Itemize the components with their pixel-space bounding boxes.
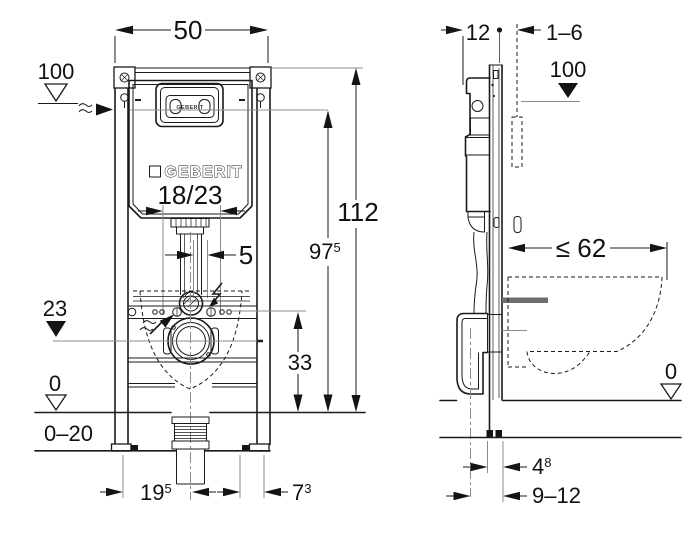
outlet-level-label: 23	[43, 296, 67, 321]
wall-finish-zone	[511, 24, 523, 168]
actuation-level-marker-side: 100	[521, 57, 586, 102]
dim-pipe-offset-label: 5	[239, 240, 253, 270]
dim-frame-width-label: 50	[174, 15, 203, 45]
dim-frame-width: 50	[114, 15, 269, 63]
rail-foot-pad-front	[486, 430, 493, 437]
dim-actuation-height-label: 975	[309, 239, 341, 264]
dim-outlet-wall-distance: 48 9–12	[446, 441, 581, 508]
supply-arrow-icon	[96, 103, 113, 116]
fixing-rail	[127, 290, 257, 319]
dim-outlet-distance-label: 9–12	[532, 483, 581, 508]
front-view: GEBERIT GEBERIT 18/23	[34, 15, 379, 505]
logo-square-icon	[149, 165, 161, 178]
floor-level-marker-front: 0 0–20	[44, 371, 93, 446]
dim-wall-finish-label: 1–6	[546, 20, 583, 45]
side-view: 12 1–6 100 ≤ 62 0	[439, 20, 683, 508]
concealed-cistern: GEBERIT GEBERIT 18/23	[128, 79, 253, 219]
wall-screw-right-icon	[255, 72, 266, 83]
floor-triangle-open-icon	[44, 394, 68, 412]
water-wave-icon	[78, 103, 93, 113]
floor-lines-side	[439, 399, 682, 439]
flush-pipe-side	[473, 231, 489, 314]
drain-socket	[171, 232, 210, 500]
floor-triangle-open-side-icon	[659, 383, 683, 401]
foot-plate-right	[248, 443, 270, 452]
pan-fixing-stud	[502, 297, 548, 303]
dim-depth-label: 12	[466, 20, 490, 45]
flush-plate-zone-dashed	[511, 116, 523, 168]
power-supply-bolt-icon	[209, 282, 223, 307]
dim-total-height-label: 112	[337, 197, 378, 227]
wall-plane-dot-icon	[496, 27, 503, 33]
dim-max-projection: ≤ 62	[508, 233, 668, 280]
foot-pad-left	[130, 445, 138, 451]
hanger-bolt-right-icon	[256, 93, 265, 102]
level-triangle-filled-icon	[46, 321, 66, 337]
floor-lines-front	[34, 411, 366, 452]
level-triangle-open-icon	[43, 83, 69, 103]
floor-level-label-side: 0	[665, 359, 677, 384]
actuation-level-label-side: 100	[550, 57, 587, 82]
outlet-socket-hatched	[487, 314, 503, 353]
outlet-level-marker: 23	[43, 296, 67, 337]
dim-front-distance-label: 48	[532, 454, 551, 479]
outlet-elbow-side	[456, 312, 527, 497]
flush-button-left	[169, 99, 182, 114]
wall-screw-left-icon	[119, 72, 130, 83]
level-triangle-filled-side-icon	[558, 83, 578, 98]
water-supply-arrow-icon	[139, 314, 174, 335]
fill-valve-connection-icon	[471, 100, 484, 112]
dim-pipe-offset: 5	[165, 240, 253, 270]
floor-buildup-label: 0–20	[44, 421, 93, 446]
cistern-logo: GEBERIT	[165, 164, 243, 181]
dim-outlet-position: 195 73	[100, 455, 311, 505]
flush-button-right	[198, 99, 211, 114]
rail-foot-pad-back	[495, 430, 502, 437]
supply-level-label: 100	[38, 59, 75, 84]
dim-depth: 12	[441, 20, 503, 85]
pan-outline-side	[507, 276, 663, 374]
dim-fixing-height-label: 33	[288, 350, 312, 375]
flush-plate-label: GEBERIT	[176, 105, 203, 111]
dim-outlet-left-label: 195	[140, 480, 172, 505]
floor-level-label-front: 0	[49, 371, 61, 396]
floor-level-marker-side: 0	[659, 359, 683, 401]
dim-fixing-height: 33	[232, 310, 312, 412]
mounting-bracket-hatched	[465, 137, 490, 156]
dim-actuation-height: 975	[309, 110, 341, 412]
dim-model-width	[138, 206, 245, 216]
cistern-side-profile	[464, 77, 491, 314]
foot-plate-left	[110, 443, 132, 452]
dim-max-projection-label: ≤ 62	[556, 233, 606, 263]
supply-level-marker: 100	[38, 59, 328, 116]
dim-total-height: 112	[272, 67, 379, 412]
foot-pad-right	[242, 445, 250, 451]
access-window	[155, 82, 224, 128]
cistern-model: 18/23	[157, 180, 222, 210]
dim-outlet-right-label: 73	[292, 480, 311, 505]
dim-wall-finish: 1–6	[517, 20, 583, 45]
mounting-frame	[110, 66, 272, 452]
flush-plate	[165, 95, 215, 118]
